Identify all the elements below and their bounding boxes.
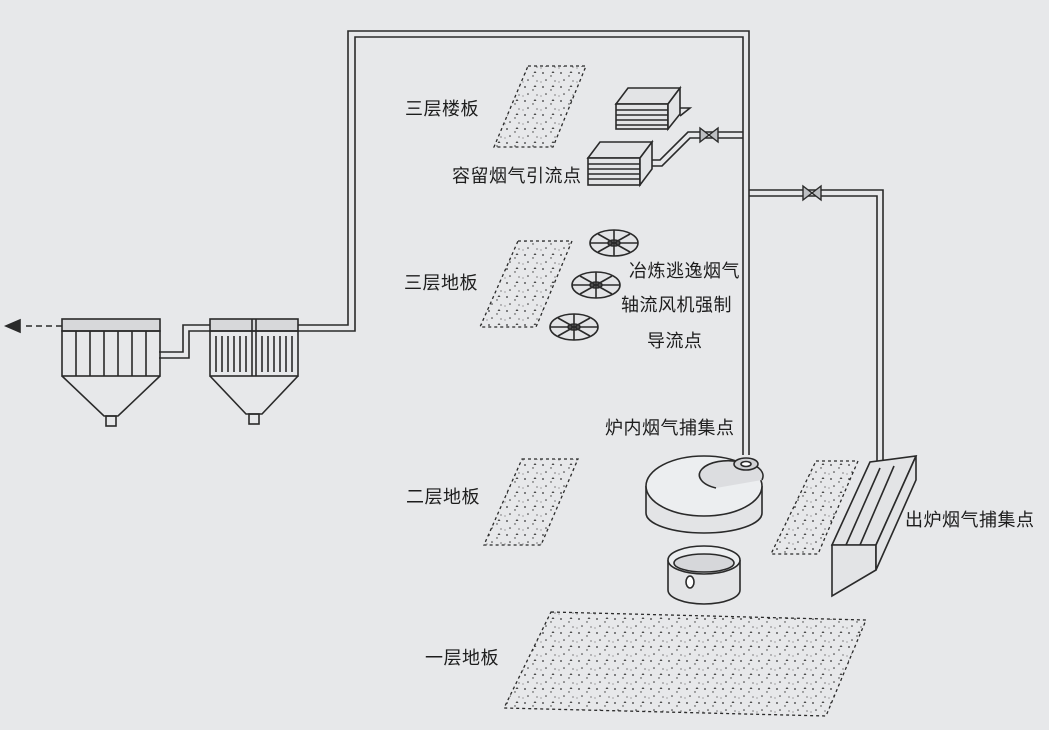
exhaust-arrow — [3, 318, 62, 334]
ladle — [667, 545, 741, 605]
retention-hood-lower — [586, 139, 654, 188]
label-furnace-capture: 炉内烟气捕集点 — [605, 418, 735, 439]
axial-fan-middle — [571, 271, 621, 299]
main-duct — [298, 30, 750, 455]
duct-between-filters — [159, 324, 210, 359]
label-floor3-slab: 三层楼板 — [405, 99, 479, 120]
dust-collector-right — [209, 318, 299, 425]
furnace — [645, 455, 764, 534]
label-fan-point-3: 导流点 — [647, 331, 703, 352]
floor2-patch — [483, 458, 579, 546]
label-fan-point-1: 冶炼逃逸烟气 — [629, 261, 740, 282]
floor3-slab-patch — [493, 65, 587, 148]
label-floor1: 一层地板 — [425, 648, 499, 669]
taphole-hood — [830, 455, 918, 598]
valve-tap — [802, 184, 822, 202]
label-floor3-floor: 三层地板 — [404, 273, 478, 294]
label-retention-point: 容留烟气引流点 — [452, 166, 582, 187]
duct-tap-branch — [749, 189, 884, 462]
retention-hood-upper — [614, 85, 682, 132]
label-floor2: 二层地板 — [406, 487, 480, 508]
floor-tap-patch — [769, 460, 859, 555]
dust-collector-left — [61, 318, 161, 427]
floor1-patch — [502, 611, 867, 717]
valve-retention — [699, 126, 719, 144]
label-fan-point-2: 轴流风机强制 — [621, 295, 732, 316]
floor3-floor-patch — [479, 240, 573, 328]
axial-fan-bottom — [549, 313, 599, 341]
axial-fan-top — [589, 229, 639, 257]
label-tap-capture: 出炉烟气捕集点 — [905, 510, 1035, 531]
